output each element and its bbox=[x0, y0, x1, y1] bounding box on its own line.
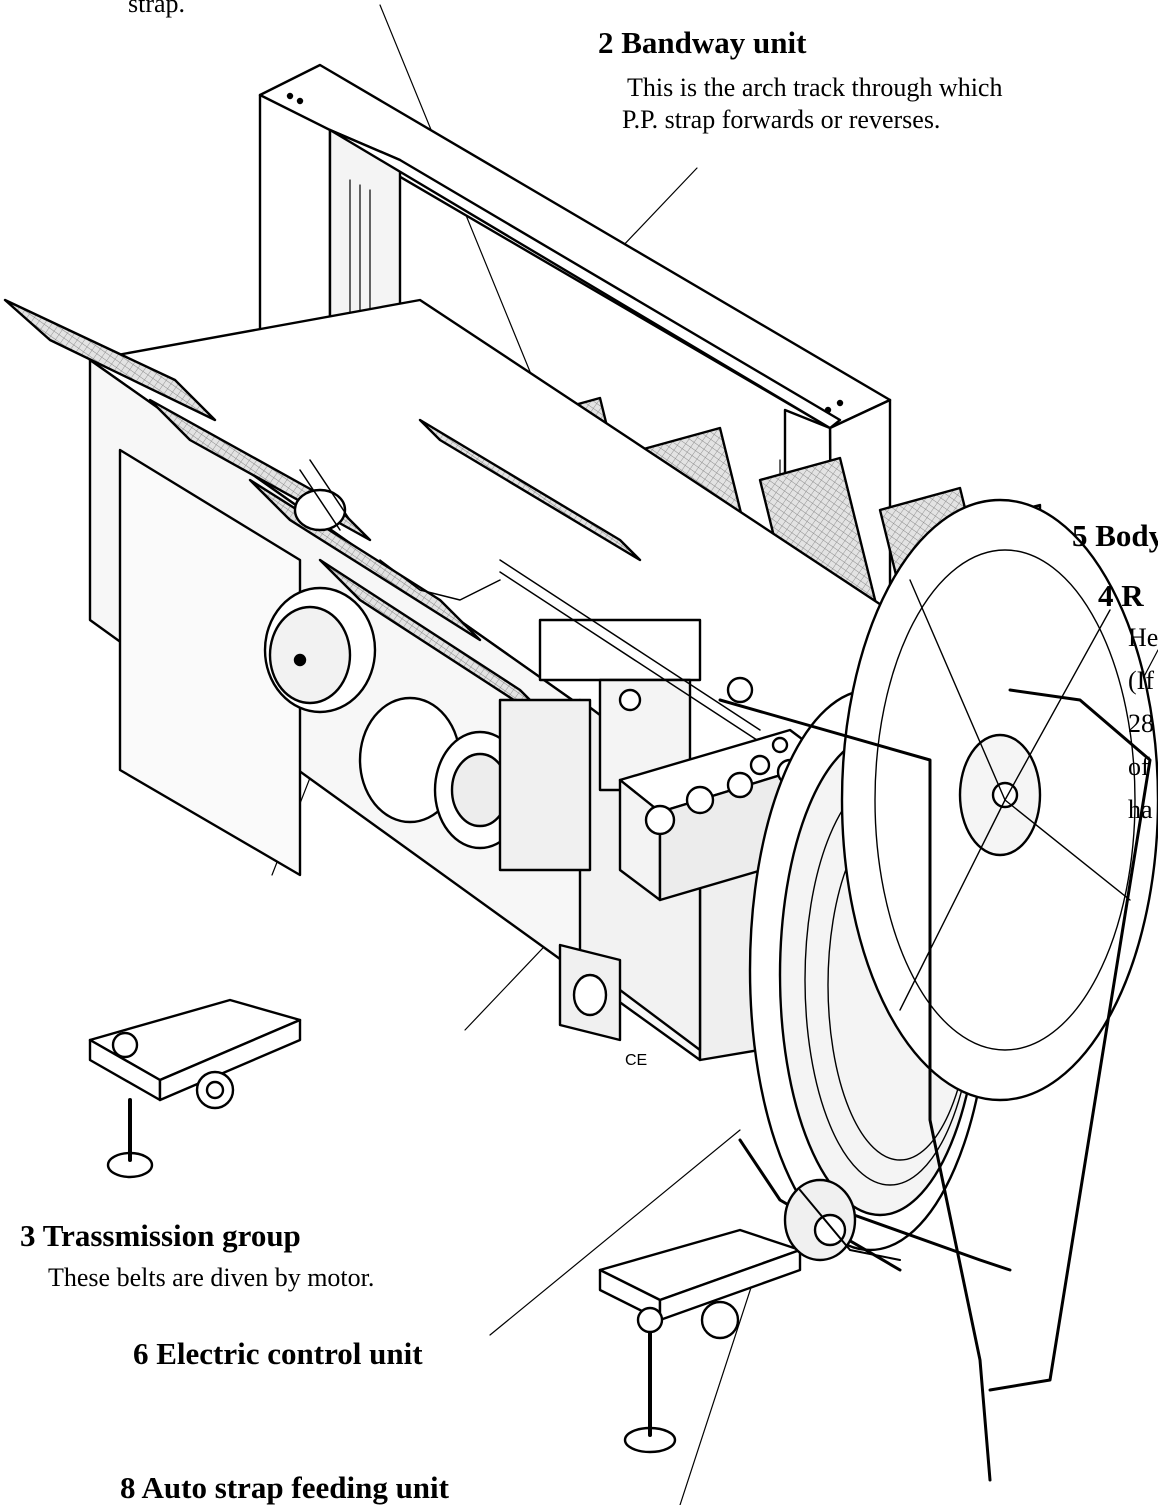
auto-feed-unit bbox=[783, 1178, 901, 1262]
ce-mark: CE bbox=[625, 1052, 647, 1069]
reel-frame bbox=[718, 688, 1152, 1482]
machine-legs bbox=[88, 998, 802, 1454]
reel-line-1: He bbox=[1128, 623, 1158, 652]
transmission-group-line-1: These belts are diven by motor. bbox=[48, 1263, 375, 1292]
bandway-unit-line-1: This is the arch track through which bbox=[627, 73, 1003, 102]
reel-line-4: of bbox=[1128, 752, 1150, 781]
body-title: 5 Body bbox=[1072, 518, 1158, 553]
bandway-unit-line-2: P.P. strap forwards or reverses. bbox=[622, 105, 941, 134]
transmission-group-title: 3 Trassmission group bbox=[20, 1218, 301, 1253]
reel-line-2: (If bbox=[1128, 666, 1154, 695]
reel-title: 4 R bbox=[1098, 578, 1144, 613]
electric-box: CE bbox=[558, 943, 647, 1069]
strap-label-fragment: strap. bbox=[128, 0, 186, 18]
reel-line-3: 28 bbox=[1128, 709, 1154, 738]
transmission-assembly bbox=[263, 459, 761, 872]
reel-line-5: ha bbox=[1128, 795, 1153, 824]
bandway-unit-title: 2 Bandway unit bbox=[598, 25, 807, 60]
electric-control-unit-title: 6 Electric control unit bbox=[133, 1336, 423, 1371]
auto-strap-feeding-unit-title: 8 Auto strap feeding unit bbox=[120, 1470, 449, 1505]
